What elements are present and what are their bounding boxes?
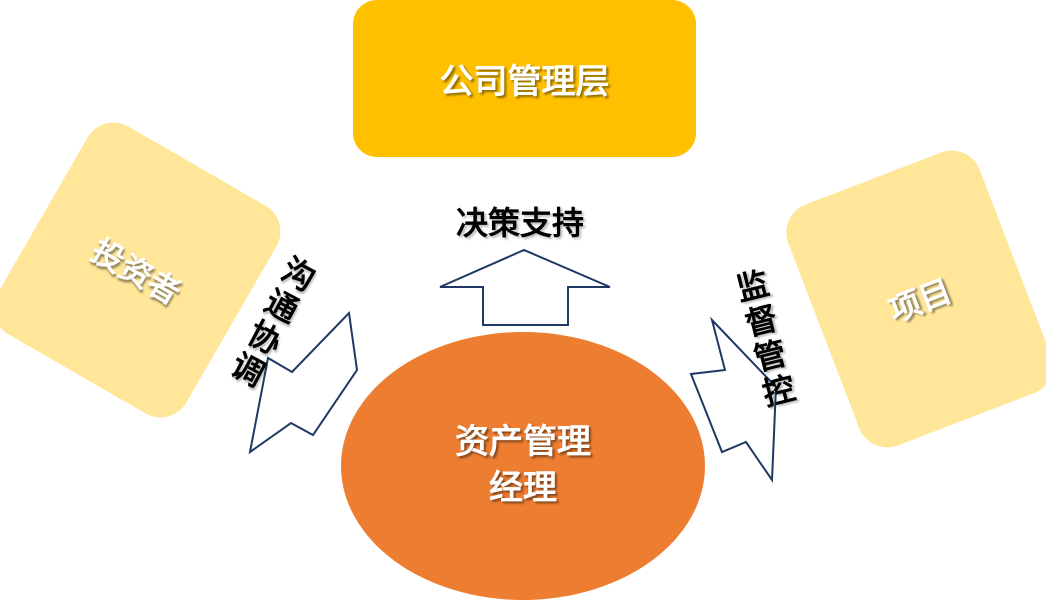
management-box: 公司管理层 bbox=[353, 0, 696, 157]
management-label: 公司管理层 bbox=[439, 62, 610, 102]
communication-arrow bbox=[248, 310, 359, 455]
supervision-arrow bbox=[689, 316, 778, 484]
manager-label-line2: 经理 bbox=[489, 468, 557, 508]
decision-support-label: 决策支持 bbox=[456, 204, 585, 242]
manager-label-line1: 资产管理 bbox=[455, 422, 591, 463]
asset-manager-ellipse: 资产管理 经理 bbox=[341, 332, 705, 600]
decision-arrow bbox=[439, 248, 611, 326]
